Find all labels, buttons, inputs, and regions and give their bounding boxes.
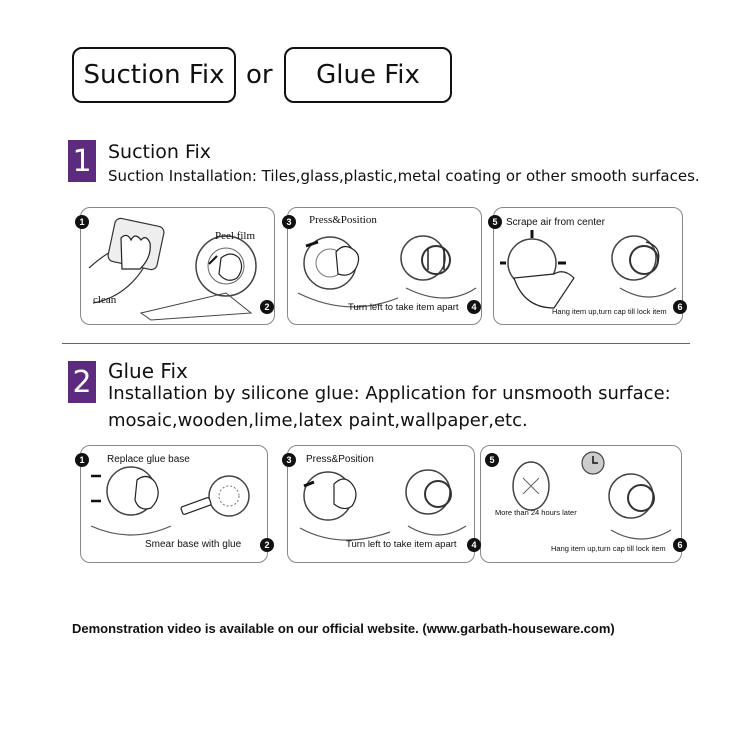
section-1-title: Suction Fix (108, 141, 212, 163)
step-1-badge: 1 (75, 215, 89, 229)
section-2-description-line1: Installation by silicone glue: Applicati… (108, 383, 671, 404)
caption-press-position: Press&Position (306, 454, 374, 465)
glue-fix-box: Glue Fix (284, 47, 452, 103)
caption-scrape-air: Scrape air from center (506, 217, 605, 228)
caption-clean: clean (93, 294, 117, 306)
caption-press-position: Press&Position (309, 214, 377, 226)
step-4-badge: 4 (467, 300, 481, 314)
illustration-press-position (297, 235, 477, 308)
caption-turn-left: Turn left to take item apart (348, 302, 459, 313)
caption-replace-glue-base: Replace glue base (107, 454, 190, 465)
illustration-glue-press (299, 469, 467, 541)
step-3-badge: 3 (282, 453, 296, 467)
caption-turn-left: Turn left to take item apart (346, 539, 457, 550)
caption-hang-item: Hang item up,turn cap till lock item (551, 544, 666, 553)
step-6-badge: 6 (673, 300, 687, 314)
section-1-number: 1 (68, 140, 96, 182)
step-1-badge: 1 (75, 453, 89, 467)
section-1-description: Suction Installation: Tiles,glass,plasti… (108, 167, 700, 185)
suction-fix-label: Suction Fix (83, 60, 225, 90)
glue-panel-press-position: 3 Press&Position Turn left to take item … (282, 445, 481, 563)
illustration-clean-peel (88, 217, 257, 321)
glue-panel-replace-smear: 1 Replace glue base Smear base with glue… (75, 445, 274, 563)
step-2-badge: 2 (260, 300, 274, 314)
illustration-replace-smear (90, 466, 250, 536)
step-5-badge: 5 (488, 215, 502, 229)
glue-fix-label: Glue Fix (316, 60, 420, 90)
or-label: or (246, 60, 273, 90)
section-2-number: 2 (68, 361, 96, 403)
suction-panel-press-position: 3 Press&Position Turn left to take item … (282, 207, 482, 325)
section-divider (62, 343, 690, 344)
caption-24-hours: More than 24 hours later (495, 508, 577, 517)
section-2-title: Glue Fix (108, 359, 188, 383)
illustration-scrape-hang (500, 230, 677, 309)
step-3-badge: 3 (282, 215, 296, 229)
step-6-badge: 6 (673, 538, 687, 552)
section-2-description-line2: mosaic,wooden,lime,latex paint,wallpaper… (108, 410, 528, 431)
step-5-badge: 5 (485, 453, 499, 467)
suction-panel-scrape-hang: 5 Scrape air from center Hang item up,tu… (488, 207, 687, 325)
footer-note: Demonstration video is available on our … (72, 621, 615, 636)
step-2-badge: 2 (260, 538, 274, 552)
illustration-wait-hang (512, 451, 672, 540)
step-4-badge: 4 (467, 538, 481, 552)
suction-panel-clean-peel: 1 Peel film clean 2 (75, 207, 275, 325)
caption-peel-film: Peel film (215, 230, 256, 242)
glue-panel-wait-hang: 5 More than 24 hours later Hang item up,… (480, 445, 687, 563)
suction-fix-box: Suction Fix (72, 47, 236, 103)
caption-hang-item: Hang item up,turn cap till lock item (552, 307, 667, 316)
caption-smear-base: Smear base with glue (145, 539, 242, 550)
